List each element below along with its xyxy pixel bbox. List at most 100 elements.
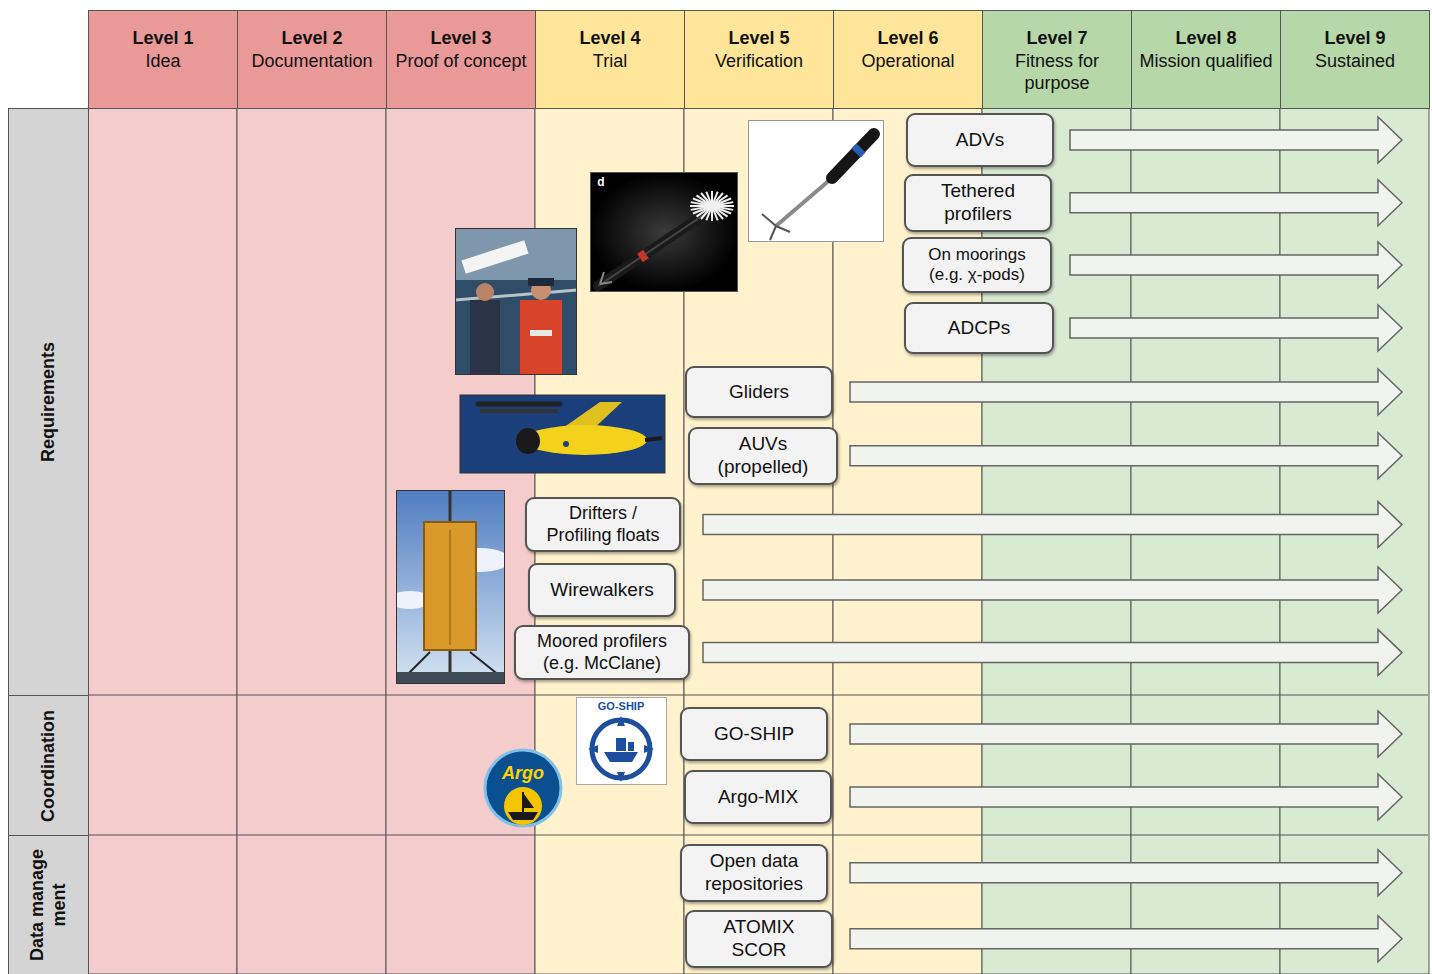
wirewalker-photo	[396, 490, 505, 684]
glider-picture	[523, 425, 647, 455]
wirewalker-photo	[450, 530, 451, 645]
technology-box: Moored profilers (e.g. McClane)	[514, 625, 690, 680]
brush-instrument-photo	[590, 172, 738, 292]
box-label: Drifters / Profiling floats	[535, 503, 671, 546]
technology-box: Tethered profilers	[904, 174, 1052, 232]
go-ship-logo	[617, 716, 625, 726]
progress-arrow	[703, 502, 1402, 548]
progress-arrow	[850, 850, 1402, 896]
adv-photo	[776, 226, 790, 232]
technology-box: Argo-MIX	[684, 770, 832, 824]
brush-instrument-photo	[598, 212, 708, 286]
grid	[8, 835, 1428, 836]
level-number: Level 5	[728, 27, 789, 50]
brush-instrument-photo	[640, 254, 646, 258]
deployment-photo	[476, 283, 494, 301]
glider-picture	[460, 395, 665, 473]
argo-logo	[485, 750, 561, 826]
deployment-photo	[455, 228, 577, 375]
row-header: Requirements	[8, 108, 89, 696]
deployment-photo	[456, 229, 577, 375]
technology-box: GO-SHIP	[680, 707, 828, 761]
level-header: Level 5Verification	[684, 10, 834, 109]
argo-logo	[504, 787, 542, 825]
technology-box: ADVs	[906, 113, 1054, 167]
adv-photo	[770, 226, 776, 240]
argo-logo	[522, 792, 524, 812]
argo-logo	[508, 812, 538, 820]
glider-picture	[482, 409, 556, 413]
level-name: Trial	[593, 50, 627, 73]
brush-instrument-photo	[706, 192, 712, 206]
deployment-photo	[455, 228, 577, 375]
level-number: Level 7	[1026, 27, 1087, 50]
level-name: Mission qualified	[1139, 50, 1272, 73]
level-header: Level 6Operational	[833, 10, 983, 109]
level-header: Level 9Sustained	[1280, 10, 1430, 109]
deployment-photo	[530, 330, 552, 336]
box-label: Gliders	[729, 381, 789, 404]
grid	[1131, 108, 1280, 974]
technology-box: ADCPs	[904, 302, 1054, 354]
progress-arrow	[1070, 242, 1402, 288]
go-ship-logo	[628, 742, 634, 751]
deployment-photo	[520, 300, 562, 375]
box-label: GO-SHIP	[714, 723, 794, 746]
glider-picture	[460, 395, 665, 473]
deployment-photo	[528, 278, 554, 286]
progress-arrow	[850, 711, 1402, 757]
progress-arrow	[1070, 117, 1402, 163]
technology-box: Gliders	[685, 366, 833, 418]
deployment-photo	[455, 280, 577, 375]
go-ship-logo	[644, 745, 654, 753]
glider-picture	[516, 428, 540, 454]
level-header: Level 7Fitness for purpose	[982, 10, 1132, 109]
adv-photo	[856, 148, 861, 153]
brush-instrument-photo	[591, 173, 738, 292]
row-header: Data manage ment	[8, 835, 89, 974]
deployment-photo	[461, 240, 528, 274]
row-title: Data manage ment	[27, 843, 70, 967]
wirewalker-photo	[396, 672, 505, 684]
go-ship-logo	[604, 752, 638, 762]
level-header: Level 1Idea	[88, 10, 238, 109]
technology-box: Drifters / Profiling floats	[525, 497, 681, 552]
level-number: Level 1	[132, 27, 193, 50]
argo-logo	[485, 750, 561, 826]
box-label: Open data repositories	[690, 850, 818, 896]
row-header: Coordination	[8, 695, 89, 836]
level-name: Verification	[715, 50, 803, 73]
adv-photo	[749, 121, 884, 242]
go-ship-logo	[616, 738, 626, 751]
adv-photo	[749, 121, 884, 242]
box-label: On moorings (e.g. χ-pods)	[912, 245, 1042, 286]
level-number: Level 2	[281, 27, 342, 50]
technology-box: Wirewalkers	[528, 563, 676, 617]
logo-text: d	[594, 175, 608, 189]
grid	[8, 108, 1429, 974]
box-label: ADCPs	[948, 317, 1010, 340]
level-name: Idea	[145, 50, 180, 73]
progress-arrow	[850, 774, 1402, 820]
grid	[8, 695, 1428, 696]
progress-arrow	[850, 369, 1402, 415]
progress-arrow	[1070, 305, 1402, 351]
brush-instrument-photo	[712, 202, 733, 206]
row-title: Requirements	[38, 116, 60, 688]
grid	[1280, 108, 1429, 974]
progress-arrow	[703, 117, 1402, 962]
box-label: ATOMIX SCOR	[695, 916, 823, 962]
brush-instrument-photo	[598, 212, 708, 286]
progress-arrow	[850, 916, 1402, 962]
logo-text: GO-SHIP	[591, 700, 651, 712]
level-number: Level 3	[430, 27, 491, 50]
box-label: ADVs	[956, 129, 1005, 152]
progress-arrow	[703, 567, 1402, 613]
adv-photo	[762, 214, 776, 226]
level-name: Sustained	[1315, 50, 1395, 73]
adv-photo	[832, 134, 874, 178]
brush-instrument-photo	[600, 272, 604, 284]
level-number: Level 8	[1175, 27, 1236, 50]
